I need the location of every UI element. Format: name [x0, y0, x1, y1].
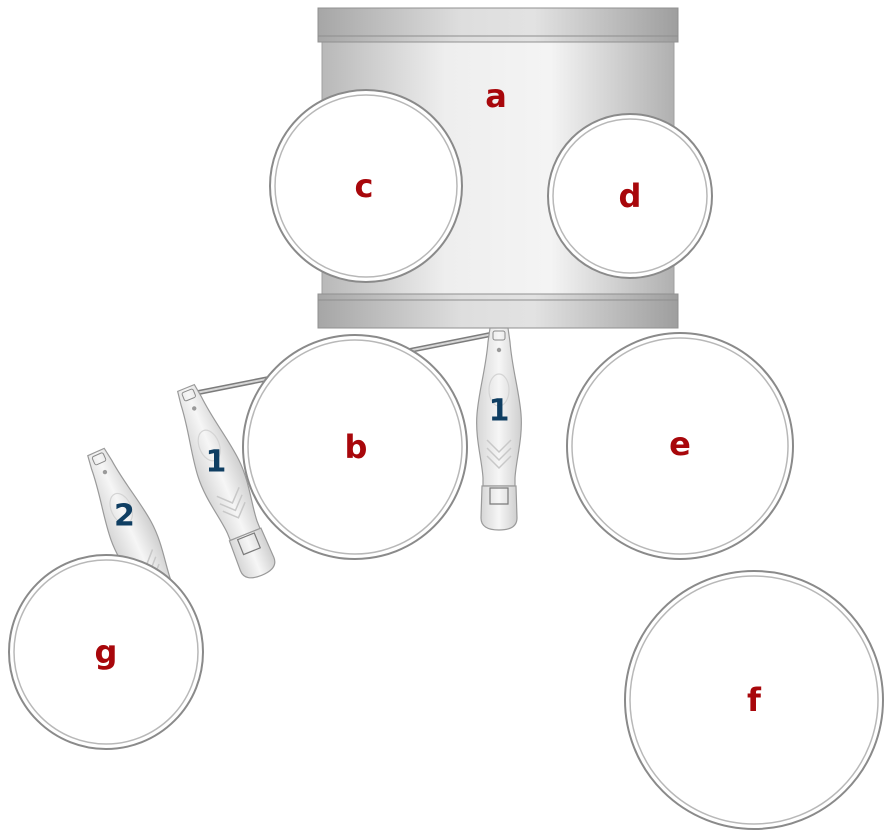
floor-tom-far-right: f: [624, 570, 884, 830]
hihat-pedal: 2: [74, 442, 200, 647]
bass-pedal-right: 1: [475, 327, 523, 531]
bass-drum-bottom-hoop: [317, 293, 679, 329]
tom-left: c: [269, 89, 463, 283]
drum-label-f: f: [747, 681, 762, 719]
drum-label-e: e: [669, 425, 691, 463]
bass-pedal-left: 1: [164, 378, 284, 585]
drum-label-g: g: [95, 633, 118, 671]
pedal-label-1-right: 1: [489, 394, 510, 429]
pedal-label-2: 2: [114, 498, 135, 533]
drum-label-a: a: [485, 77, 507, 115]
tom-right: d: [547, 113, 713, 279]
floor-tom-right: e: [566, 332, 794, 560]
bass-drum-top-hoop: [317, 7, 679, 43]
pedal-label-1-left: 1: [206, 445, 227, 480]
drum-label-d: d: [619, 177, 642, 215]
floor-tom-left: g: [8, 554, 204, 750]
drum-label-b: b: [345, 428, 368, 466]
drum-label-c: c: [355, 167, 374, 205]
snare-drum: b: [242, 334, 468, 560]
